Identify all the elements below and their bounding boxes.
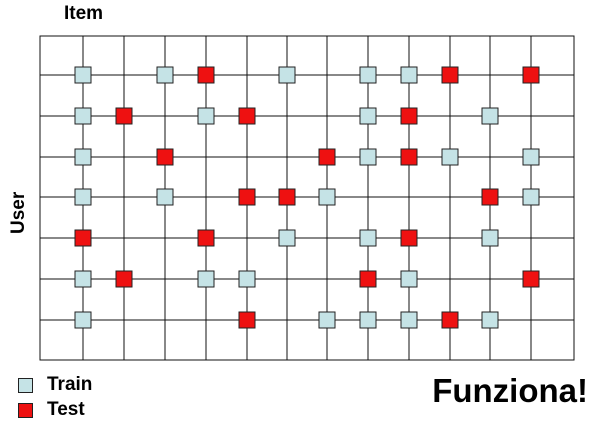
train-cell: [238, 270, 256, 288]
train-cell: [481, 311, 499, 329]
train-cell: [318, 188, 336, 206]
test-cell: [522, 66, 540, 84]
test-cell: [238, 107, 256, 125]
train-cell: [278, 66, 296, 84]
train-cell: [74, 270, 92, 288]
test-cell: [278, 188, 296, 206]
test-cell: [400, 148, 418, 166]
test-cell: [441, 66, 459, 84]
train-cell: [522, 188, 540, 206]
train-cell: [74, 188, 92, 206]
test-cell: [400, 229, 418, 247]
test-cell: [74, 229, 92, 247]
caption-text: Funziona!: [432, 372, 588, 409]
user-item-matrix: [39, 35, 575, 361]
train-cell: [197, 270, 215, 288]
test-cell: [522, 270, 540, 288]
train-cell: [359, 229, 377, 247]
train-cell: [359, 148, 377, 166]
train-cell: [359, 107, 377, 125]
train-cell: [359, 66, 377, 84]
train-cell: [400, 66, 418, 84]
train-cell: [522, 148, 540, 166]
legend-test: Test: [18, 399, 85, 421]
test-cell: [318, 148, 336, 166]
legend-train: Train: [18, 374, 92, 396]
test-swatch: [18, 402, 33, 418]
test-cell: [197, 66, 215, 84]
train-cell: [74, 148, 92, 166]
test-cell: [197, 229, 215, 247]
test-cell: [238, 311, 256, 329]
test-cell: [156, 148, 174, 166]
train-cell: [156, 66, 174, 84]
item-axis-label: Item: [64, 3, 104, 24]
train-cell: [441, 148, 459, 166]
test-cell: [115, 270, 133, 288]
train-cell: [400, 311, 418, 329]
train-cell: [74, 311, 92, 329]
train-swatch: [18, 377, 33, 393]
legend-test-label: Test: [47, 399, 85, 420]
train-cell: [318, 311, 336, 329]
train-cell: [197, 107, 215, 125]
train-cell: [400, 270, 418, 288]
train-cell: [278, 229, 296, 247]
train-cell: [156, 188, 174, 206]
test-cell: [359, 270, 377, 288]
train-cell: [481, 107, 499, 125]
test-cell: [400, 107, 418, 125]
test-cell: [441, 311, 459, 329]
test-cell: [115, 107, 133, 125]
test-cell: [238, 188, 256, 206]
train-cell: [74, 107, 92, 125]
matrix-border: [39, 35, 575, 361]
test-cell: [481, 188, 499, 206]
train-cell: [481, 229, 499, 247]
train-cell: [359, 311, 377, 329]
train-cell: [74, 66, 92, 84]
legend-train-label: Train: [47, 374, 93, 395]
